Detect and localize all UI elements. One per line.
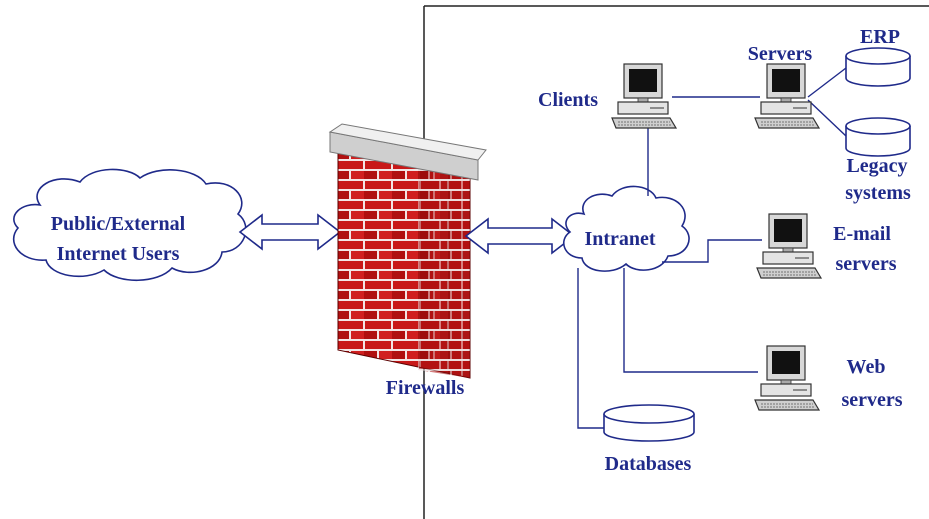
client-computer-icon xyxy=(611,63,677,129)
servers-label: Servers xyxy=(748,43,813,65)
web-server-computer-icon xyxy=(754,345,820,411)
legacy-database-icon xyxy=(845,117,911,157)
databases-icon xyxy=(603,404,695,442)
clients-label: Clients xyxy=(538,89,598,111)
email-label-line2: servers xyxy=(835,253,896,275)
erp-label: ERP xyxy=(860,26,900,48)
web-label-line1: Web xyxy=(847,356,886,378)
public-users-label-line1: Public/External xyxy=(51,213,186,235)
public-internet-cloud xyxy=(12,168,247,282)
web-label-line2: servers xyxy=(841,389,902,411)
intranet-cloud xyxy=(562,185,690,272)
legacy-label-line1: Legacy xyxy=(846,155,907,177)
intranet-label: Intranet xyxy=(584,228,655,250)
public-to-firewall-arrow xyxy=(238,213,342,251)
firewalls-label: Firewalls xyxy=(386,377,465,399)
erp-database-icon xyxy=(845,47,911,87)
firewall-icon xyxy=(328,123,487,379)
email-server-computer-icon xyxy=(756,213,822,279)
firewall-to-intranet-arrow xyxy=(464,217,576,255)
intranet-connections xyxy=(577,67,847,429)
databases-label: Databases xyxy=(605,453,692,475)
email-label-line1: E-mail xyxy=(833,223,891,245)
public-users-label-line2: Internet Users xyxy=(57,243,180,265)
legacy-label-line2: systems xyxy=(845,182,911,204)
